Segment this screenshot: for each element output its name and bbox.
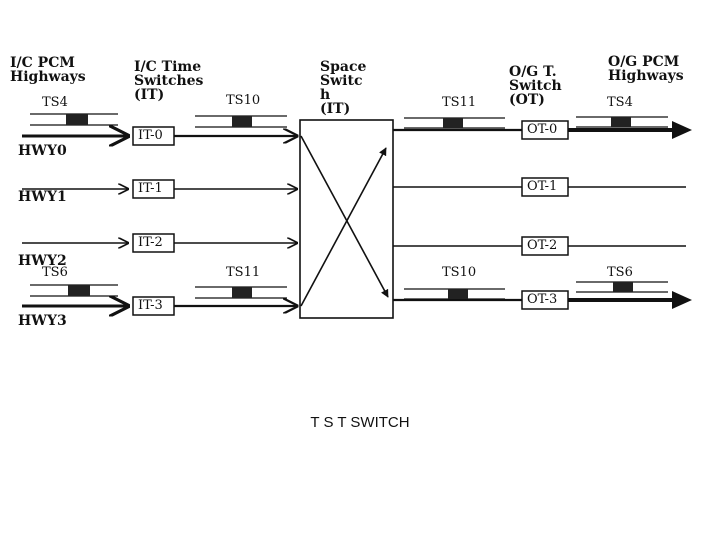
og-time-switch-header: O/G T. Switch (OT) — [509, 64, 562, 108]
space-switch-header: Space Switc h (IT) — [320, 59, 367, 117]
space-switch-box — [299, 119, 394, 319]
input-highways — [22, 136, 128, 306]
highway-label-1: HWY1 — [18, 189, 67, 205]
diagram-caption: T S T SWITCH — [310, 414, 410, 431]
ts-label-in-top: TS4 — [42, 95, 68, 110]
ts-label-out-mid-top: TS11 — [442, 95, 477, 110]
ts-label-in-bottom: TS6 — [42, 265, 68, 280]
ot-switch-label-3: OT-3 — [527, 292, 558, 307]
ot-switch-label-1: OT-1 — [527, 179, 558, 194]
it-switch-label-2: IT-2 — [138, 235, 163, 250]
og-time-switch-boxes — [521, 120, 569, 310]
ot-switch-label-0: OT-0 — [527, 122, 558, 137]
highway-label-3: HWY3 — [18, 313, 67, 329]
output-arrowhead-top — [672, 121, 692, 139]
ot-switch-label-2: OT-2 — [527, 238, 558, 253]
it-switch-label-0: IT-0 — [138, 128, 163, 143]
og-pcm-highways-header: O/G PCM Highways — [608, 54, 684, 84]
it-switch-label-3: IT-3 — [138, 298, 163, 313]
output-highways — [568, 128, 686, 302]
time-slot-blocks — [66, 114, 633, 299]
ic-time-switch-boxes — [132, 126, 175, 316]
ic-time-switches-header: I/C Time Switches (IT) — [134, 59, 204, 103]
ic-pcm-highways-header: I/C PCM Highways — [10, 55, 86, 85]
ts-label-out-top: TS4 — [607, 95, 633, 110]
highway-label-0: HWY0 — [18, 143, 67, 159]
ts-label-out-bottom: TS6 — [607, 265, 633, 280]
space-to-ot-links — [393, 128, 522, 302]
it-to-space-links — [174, 136, 297, 306]
highway-label-2: HWY2 — [18, 253, 67, 269]
ts-label-out-mid-bottom: TS10 — [442, 265, 477, 280]
ts-label-mid-bottom: TS11 — [226, 265, 261, 280]
ts-label-mid-top: TS10 — [226, 93, 261, 108]
it-switch-label-1: IT-1 — [138, 181, 163, 196]
output-arrowhead-bottom — [672, 291, 692, 309]
